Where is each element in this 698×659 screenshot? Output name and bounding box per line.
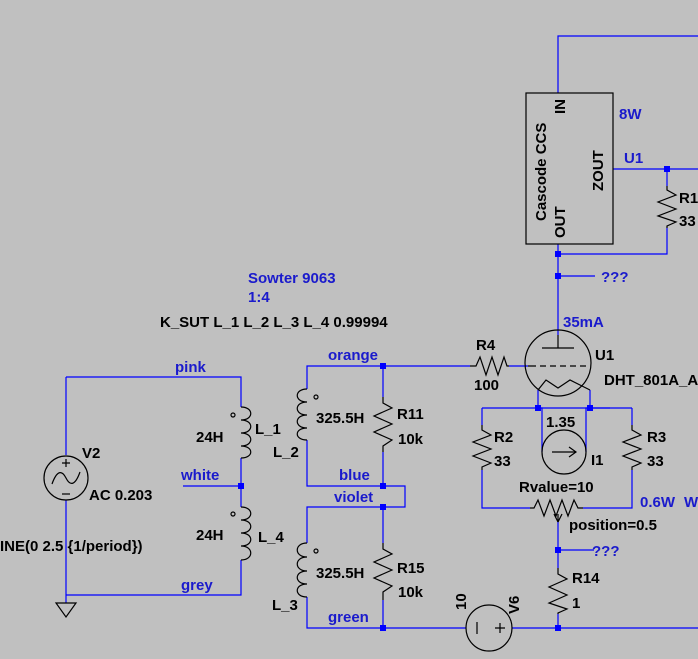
junction (380, 625, 386, 631)
pot-power: 0.6W (640, 494, 676, 511)
wire-ccs-in (557, 35, 698, 93)
net-label-unknown-bottom: ??? (592, 543, 620, 560)
ccs-power: 8W (619, 106, 642, 123)
ccs-title: Cascode CCS (533, 123, 550, 221)
net-label-u1: U1 (624, 150, 643, 167)
r1-name: R1 (679, 190, 698, 207)
l4-value: 24H (196, 527, 224, 544)
inductor-l2[interactable] (296, 388, 319, 441)
l2-name: L_2 (273, 444, 299, 461)
v6-value: 10 (453, 593, 470, 610)
wire-r1-bottom (558, 228, 668, 255)
tube-model: DHT_801A_A (604, 372, 698, 389)
cascode-ccs-block[interactable] (525, 92, 614, 245)
ccs-pin-in: IN (552, 99, 569, 114)
inductor-l1[interactable] (230, 406, 252, 459)
transformer-model: Sowter 9063 (248, 270, 336, 287)
r2-value: 33 (494, 453, 511, 470)
junction (555, 547, 561, 553)
l3-name: L_3 (272, 597, 298, 614)
r3-value: 33 (647, 453, 664, 470)
potentiometer-rvalue[interactable] (530, 498, 583, 523)
r14-name: R14 (572, 570, 600, 587)
wire-pink (66, 376, 242, 407)
wire-blue (306, 440, 406, 508)
r2-name: R2 (494, 429, 513, 446)
coupling-directive: K_SUT L_1 L_2 L_3 L_4 0.99994 (160, 314, 388, 331)
net-label-unknown-top: ??? (601, 269, 629, 286)
junction (555, 625, 561, 631)
pot-value: Rvalue=10 (519, 479, 594, 496)
l3-value: 325.5H (316, 565, 364, 582)
v6-source-symbol[interactable] (465, 604, 513, 652)
wire-grey (66, 560, 242, 596)
net-label-green: green (328, 609, 369, 626)
r11-name: R11 (397, 406, 424, 423)
resistor-r4[interactable] (470, 355, 509, 377)
junction (535, 405, 541, 411)
wire-r3-bottom (583, 470, 633, 509)
junction (238, 483, 244, 489)
wire-i1-right (585, 407, 590, 452)
tube-name: U1 (595, 347, 614, 364)
l4-name: L_4 (258, 529, 285, 546)
resistor-r3[interactable] (621, 425, 643, 470)
resistor-r11[interactable] (372, 397, 394, 452)
wire-l2-top (306, 365, 383, 389)
resistor-r2[interactable] (471, 425, 493, 470)
r4-value: 100 (474, 377, 499, 394)
resistor-r1[interactable] (656, 186, 678, 228)
r3-name: R3 (647, 429, 666, 446)
ccs-pin-zout: ZOUT (590, 150, 607, 191)
net-label-grey: grey (181, 577, 213, 594)
net-label-blue: blue (339, 467, 370, 484)
junction (380, 504, 386, 510)
tube-current: 35mA (563, 314, 604, 331)
resistor-r15[interactable] (372, 543, 394, 600)
junction (380, 483, 386, 489)
r14-value: 1 (572, 595, 580, 612)
pot-position: position=0.5 (569, 517, 657, 534)
v2-source-expression: INE(0 2.5 {1/period}) (0, 538, 143, 555)
junction (664, 166, 670, 172)
v2-name: V2 (82, 445, 100, 462)
l1-name: L_1 (255, 421, 281, 438)
v2-source-symbol[interactable] (43, 455, 89, 501)
l1-value: 24H (196, 429, 224, 446)
inductor-l4[interactable] (230, 506, 252, 561)
wire-green (306, 597, 466, 629)
pot-power-extra: W (684, 494, 698, 511)
resistor-r14[interactable] (547, 568, 569, 614)
junctions (238, 166, 670, 631)
transformer-ratio: 1:4 (248, 289, 270, 306)
r15-name: R15 (397, 560, 425, 577)
junction (587, 405, 593, 411)
current-source-i1[interactable] (541, 429, 587, 475)
r15-value: 10k (398, 584, 424, 601)
i1-value: 1.35 (546, 414, 575, 431)
wire-violet (306, 506, 383, 543)
ground-symbol (54, 602, 78, 619)
wire-i1-left (538, 407, 543, 452)
inductor-l3[interactable] (296, 542, 319, 598)
net-label-pink: pink (175, 359, 206, 376)
triode-u1[interactable] (524, 329, 592, 397)
junction (555, 251, 561, 257)
i1-name: I1 (591, 452, 604, 469)
wires (65, 35, 698, 629)
wire-r2-bottom (481, 470, 530, 509)
v6-name: V6 (506, 596, 523, 614)
v2-value: AC 0.203 (89, 487, 152, 504)
net-label-orange: orange (328, 347, 378, 364)
net-label-white: white (180, 467, 219, 484)
ccs-pin-out: OUT (552, 206, 569, 238)
r4-name: R4 (476, 337, 496, 354)
junction (555, 273, 561, 279)
net-label-violet: violet (334, 489, 373, 506)
r11-value: 10k (398, 431, 424, 448)
junction (380, 363, 386, 369)
r1-value: 33 (679, 213, 696, 230)
l2-value: 325.5H (316, 410, 364, 427)
